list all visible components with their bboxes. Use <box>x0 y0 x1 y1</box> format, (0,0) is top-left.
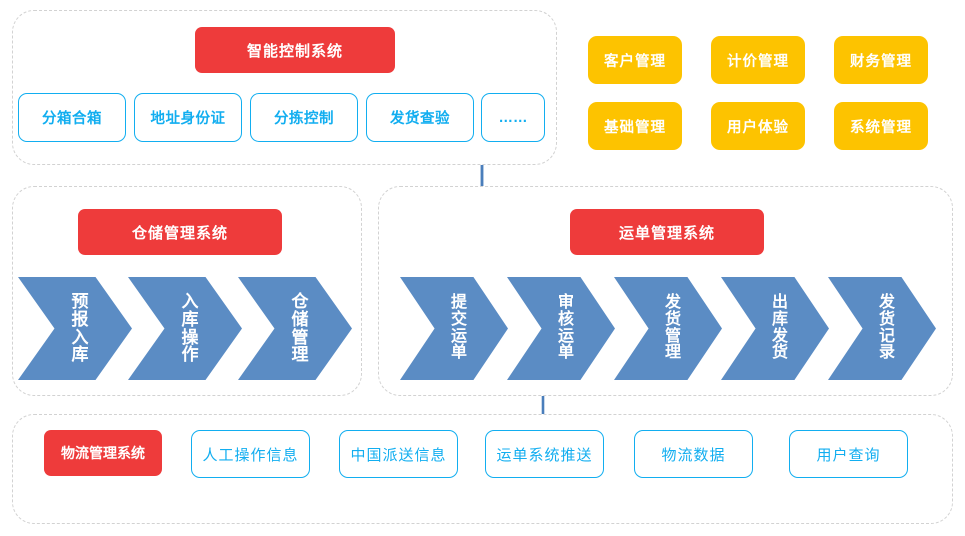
logistics-source-manual-operation[interactable]: 人工操作信息 <box>191 430 310 478</box>
management-button-pricing[interactable]: 计价管理 <box>711 36 805 84</box>
module-box-fenjian-kongzhi[interactable]: 分拣控制 <box>250 93 358 142</box>
management-button-system[interactable]: 系统管理 <box>834 102 928 150</box>
management-button-finance[interactable]: 财务管理 <box>834 36 928 84</box>
logistics-title: 物流管理系统 <box>44 430 162 476</box>
logistics-source-china-delivery[interactable]: 中国派送信息 <box>339 430 458 478</box>
management-button-user-experience[interactable]: 用户体验 <box>711 102 805 150</box>
logistics-source-waybill-push[interactable]: 运单系统推送 <box>485 430 604 478</box>
waybill-step-label: 发货管理 <box>664 294 681 362</box>
logistics-data-box[interactable]: 物流数据 <box>634 430 753 478</box>
management-button-basic[interactable]: 基础管理 <box>588 102 682 150</box>
waybill-title: 运单管理系统 <box>570 209 764 255</box>
warehouse-step-label: 入库操作 <box>181 292 199 365</box>
module-box-dizhi-shenfenzheng[interactable]: 地址身份证 <box>134 93 242 142</box>
module-box-fenxiang-hexiang[interactable]: 分箱合箱 <box>18 93 126 142</box>
warehouse-step-label: 仓储管理 <box>291 292 309 365</box>
intelligent-control-title: 智能控制系统 <box>195 27 395 73</box>
warehouse-step-label: 预报入库 <box>71 292 89 365</box>
logistics-user-query-box[interactable]: 用户查询 <box>789 430 908 478</box>
warehouse-title: 仓储管理系统 <box>78 209 282 255</box>
waybill-step-label: 审核运单 <box>557 294 574 362</box>
waybill-step-label: 出库发货 <box>771 294 788 362</box>
module-box-more[interactable]: …… <box>481 93 545 142</box>
management-button-customer[interactable]: 客户管理 <box>588 36 682 84</box>
waybill-step-label: 发货记录 <box>878 294 895 362</box>
module-box-fahuo-chayan[interactable]: 发货查验 <box>366 93 474 142</box>
waybill-step-label: 提交运单 <box>450 294 467 362</box>
